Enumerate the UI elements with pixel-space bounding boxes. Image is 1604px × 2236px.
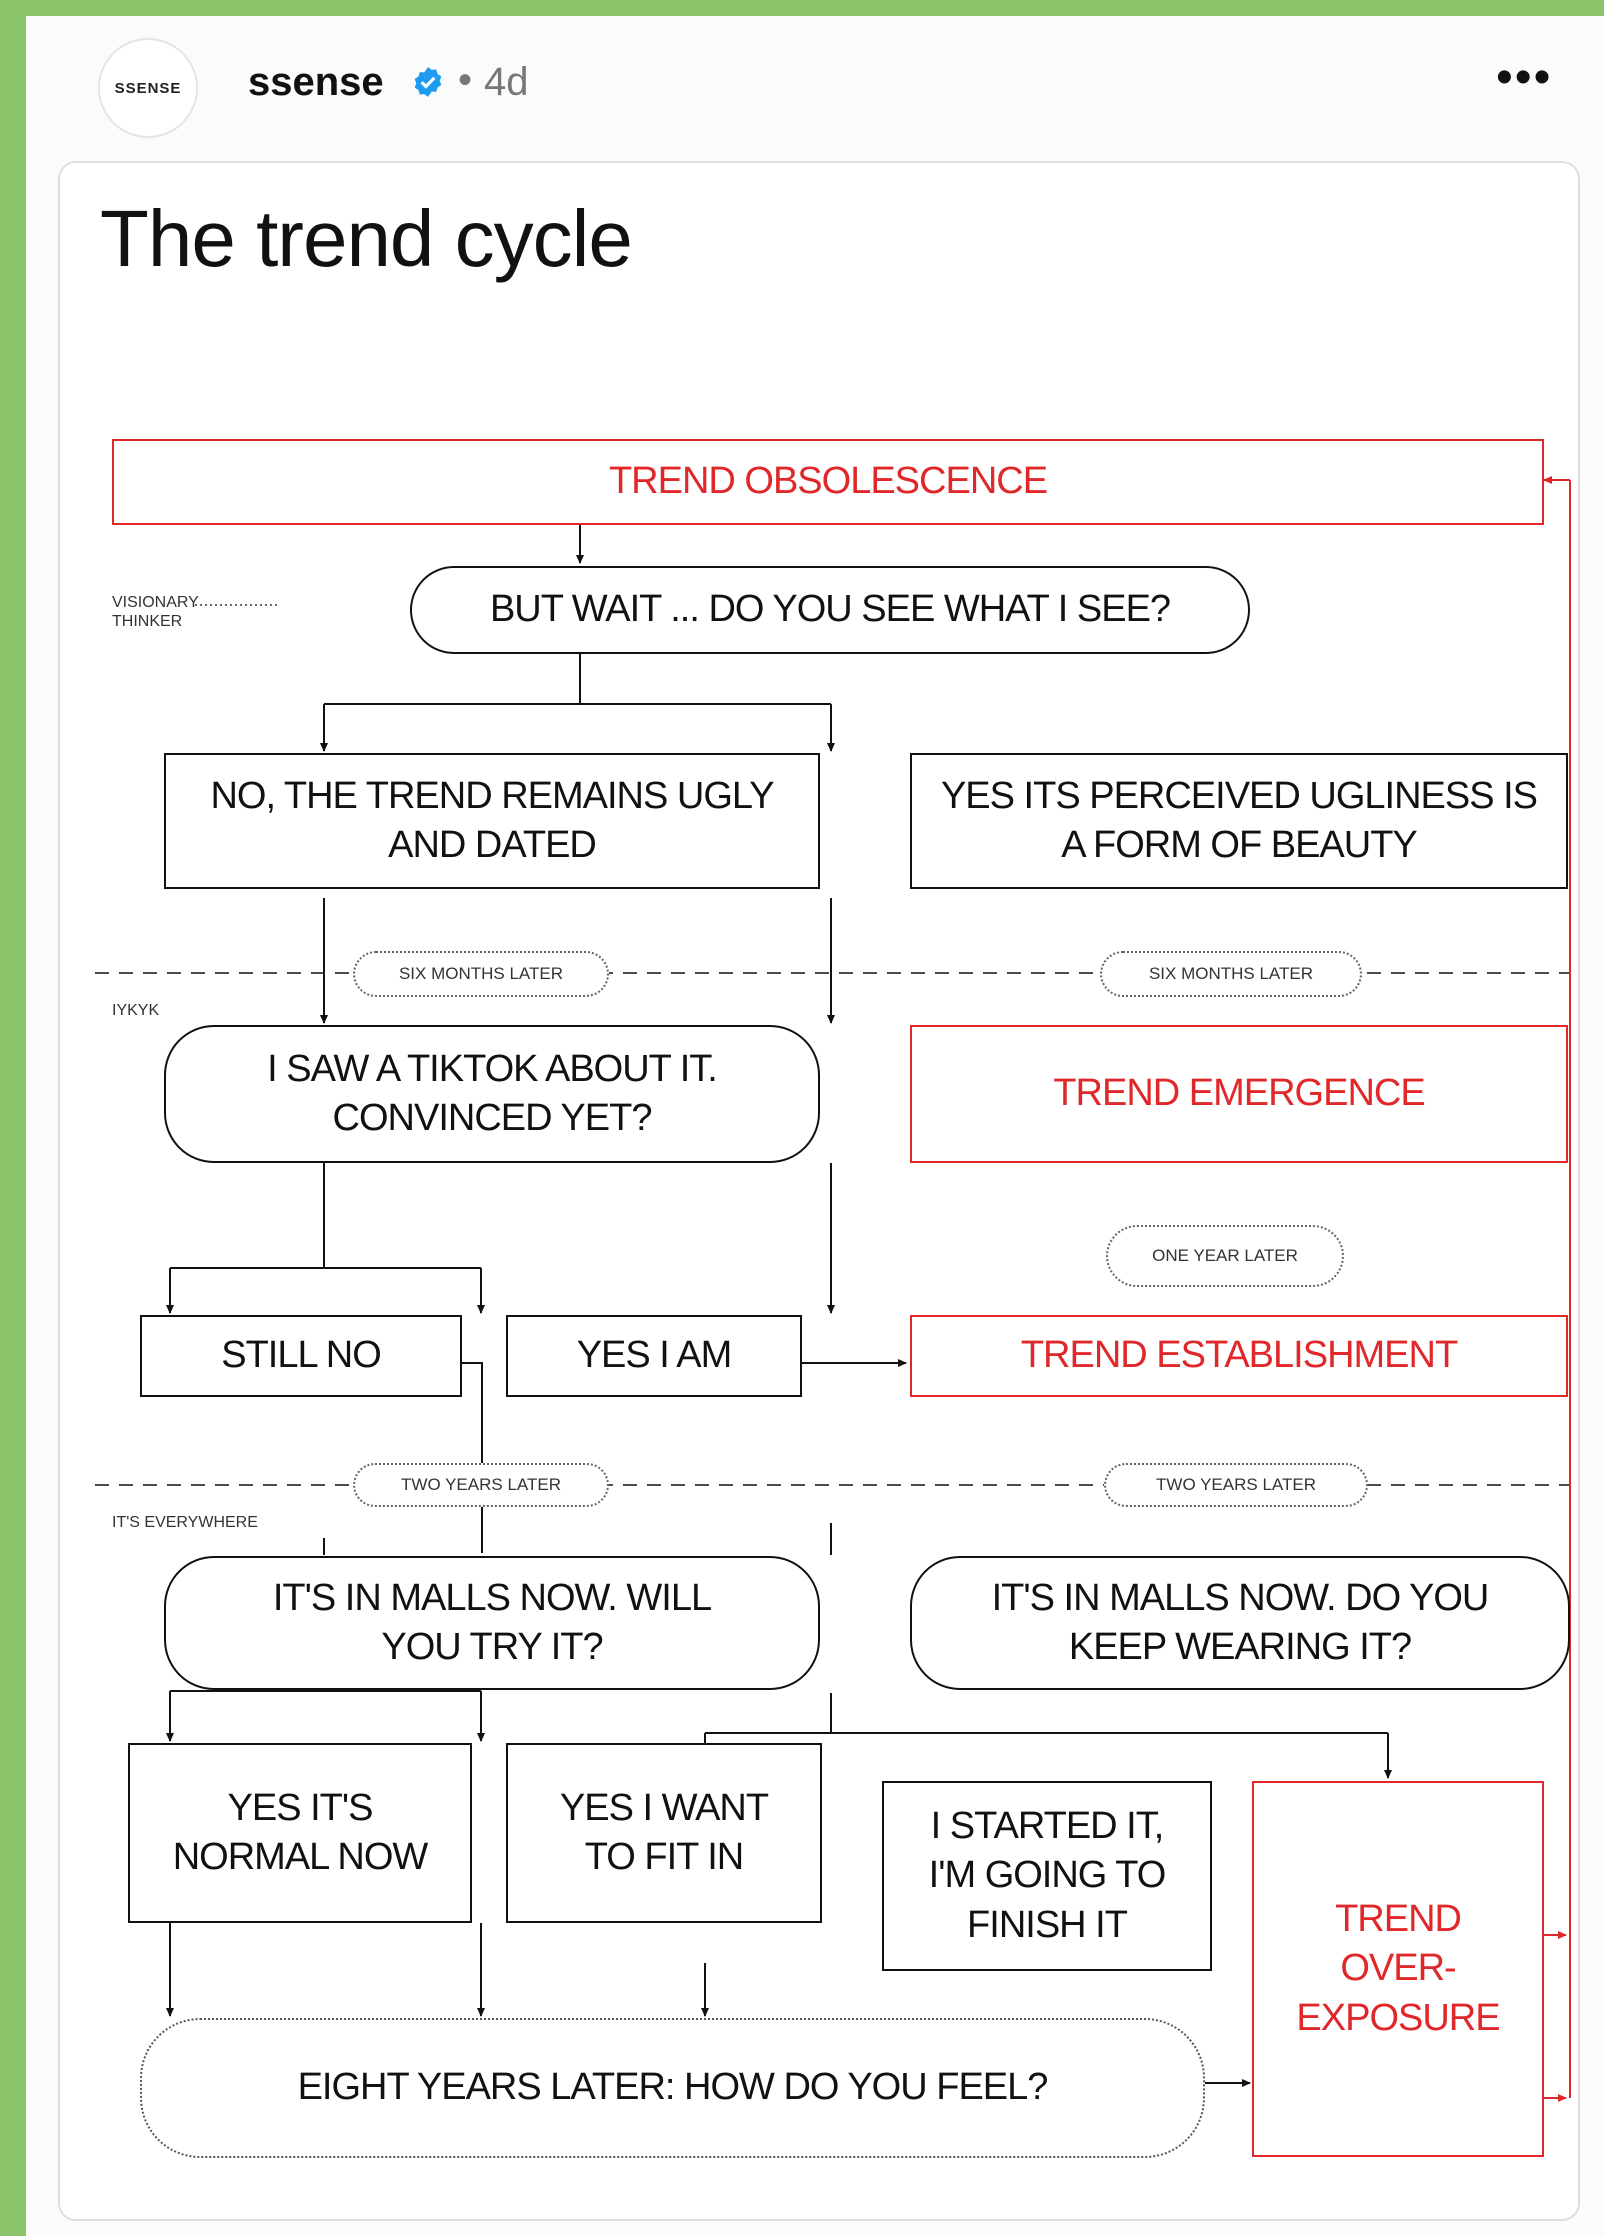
node-eight-years-later: EIGHT YEARS LATER: HOW DO YOU FEEL? xyxy=(140,2018,1205,2158)
node-but-wait: BUT WAIT ... DO YOU SEE WHAT I SEE? xyxy=(410,566,1250,654)
avatar-text: SSENSE xyxy=(114,79,182,97)
label-its-everywhere: IT'S EVERYWHERE xyxy=(112,1514,258,1531)
label-visionary-thinker: VISIONARY THINKER xyxy=(112,594,199,631)
node-fit-in: YES I WANT TO FIT IN xyxy=(506,1743,822,1923)
node-trend-emergence: TREND EMERGENCE xyxy=(910,1025,1568,1163)
time-label-two-years-left: TWO YEARS LATER xyxy=(353,1463,609,1507)
node-started-it: I STARTED IT, I'M GOING TO FINISH IT xyxy=(882,1781,1212,1971)
node-no-ugly: NO, THE TREND REMAINS UGLY AND DATED xyxy=(164,753,820,889)
node-tiktok: I SAW A TIKTOK ABOUT IT. CONVINCED YET? xyxy=(164,1025,820,1163)
node-yes-beauty: YES ITS PERCEIVED UGLINESS IS A FORM OF … xyxy=(910,753,1568,889)
verified-badge-icon xyxy=(414,67,442,97)
time-label-six-months-left: SIX MONTHS LATER xyxy=(353,951,609,997)
node-malls-right: IT'S IN MALLS NOW. DO YOU KEEP WEARING I… xyxy=(910,1556,1570,1690)
diagram-title: The trend cycle xyxy=(100,194,633,283)
more-options-icon[interactable]: ••• xyxy=(1496,51,1553,104)
node-still-no: STILL NO xyxy=(140,1315,462,1397)
node-trend-overexposure: TREND OVER- EXPOSURE xyxy=(1252,1781,1544,2157)
post-image-card[interactable]: The trend cycle xyxy=(58,161,1580,2221)
avatar[interactable]: SSENSE xyxy=(98,38,198,138)
time-label-two-years-right: TWO YEARS LATER xyxy=(1104,1463,1368,1507)
username[interactable]: ssense xyxy=(248,60,384,104)
node-yes-i-am: YES I AM xyxy=(506,1315,802,1397)
node-malls-left: IT'S IN MALLS NOW. WILL YOU TRY IT? xyxy=(164,1556,820,1690)
post-time: 4d xyxy=(484,60,529,104)
node-yes-normal: YES IT'S NORMAL NOW xyxy=(128,1743,472,1923)
time-label-one-year: ONE YEAR LATER xyxy=(1106,1225,1344,1287)
separator-dot: • xyxy=(458,58,473,102)
label-iykyk: IYKYK xyxy=(112,1002,160,1019)
post-header: SSENSE ssense • 4d ••• xyxy=(26,16,1604,138)
node-trend-establishment: TREND ESTABLISHMENT xyxy=(910,1315,1568,1397)
time-label-six-months-right: SIX MONTHS LATER xyxy=(1100,951,1362,997)
node-trend-obsolescence: TREND OBSOLESCENCE xyxy=(112,439,1544,525)
app-window: SSENSE ssense • 4d ••• The trend cycle xyxy=(26,16,1604,2236)
